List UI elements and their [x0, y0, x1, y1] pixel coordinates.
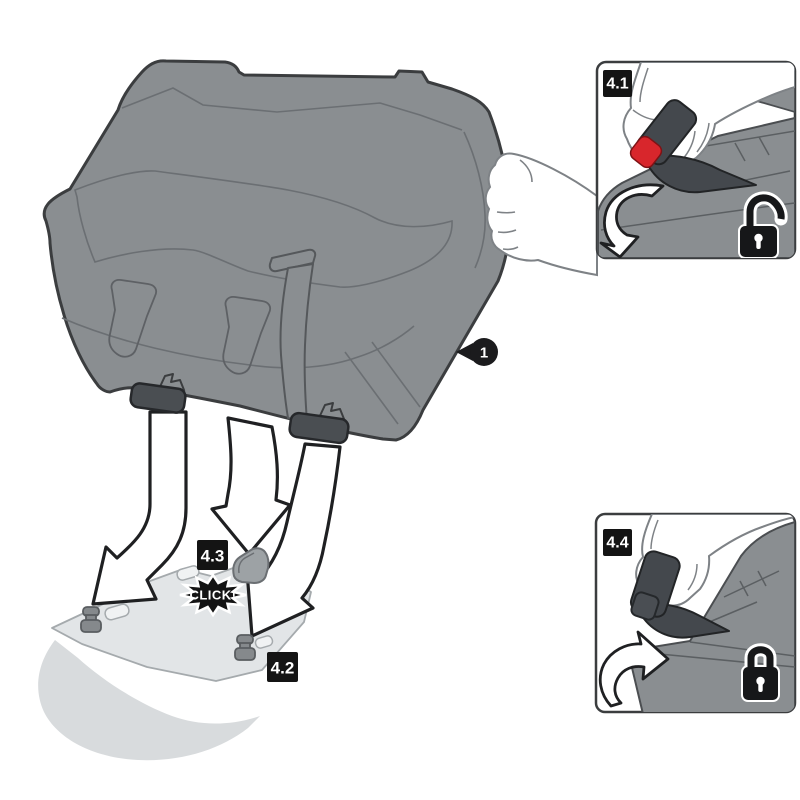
step-label-4-2-text: 4.2 — [271, 659, 295, 678]
step-label-4-2: 4.2 — [267, 652, 298, 682]
step-label-4-1: 4.1 — [603, 70, 632, 97]
hand-holding-case — [484, 152, 598, 277]
rotate-arrow-lock — [598, 630, 670, 708]
part-marker-1-text: 1 — [480, 345, 488, 362]
case-foot-left — [129, 382, 187, 414]
inset-panel-unlock: 4.1 — [595, 60, 797, 260]
top-case — [42, 59, 512, 445]
case-strap — [268, 248, 317, 423]
padlock-closed-icon — [741, 643, 780, 702]
rotate-arrow-unlock — [599, 183, 665, 258]
click-burst: CLICK! — [179, 572, 247, 618]
step-label-4-4: 4.4 — [603, 529, 632, 556]
step-label-4-1-text: 4.1 — [606, 76, 628, 93]
rubber-peg-left — [80, 606, 102, 633]
red-release-button — [629, 135, 663, 169]
release-latch — [629, 99, 757, 194]
case-grip-grooves — [108, 278, 272, 375]
rubber-peg-right — [234, 634, 256, 661]
click-label: CLICK! — [189, 588, 236, 603]
part-marker-1: 1 — [456, 338, 498, 366]
padlock-open-icon — [738, 191, 788, 258]
plate-shadow-swoosh — [38, 640, 260, 761]
arrow-down-middle — [210, 416, 292, 556]
inset-panel-lock: 4.4 — [594, 512, 797, 714]
locking-bracket — [232, 547, 270, 584]
case-foot-right — [288, 411, 350, 445]
step-label-4-4-text: 4.4 — [606, 535, 628, 552]
arrow-down-right — [245, 442, 342, 638]
step-label-4-3: 4.3 — [197, 540, 228, 570]
step-label-4-3-text: 4.3 — [201, 547, 225, 566]
lock-latch — [629, 550, 730, 639]
arrow-down-left — [91, 410, 188, 606]
